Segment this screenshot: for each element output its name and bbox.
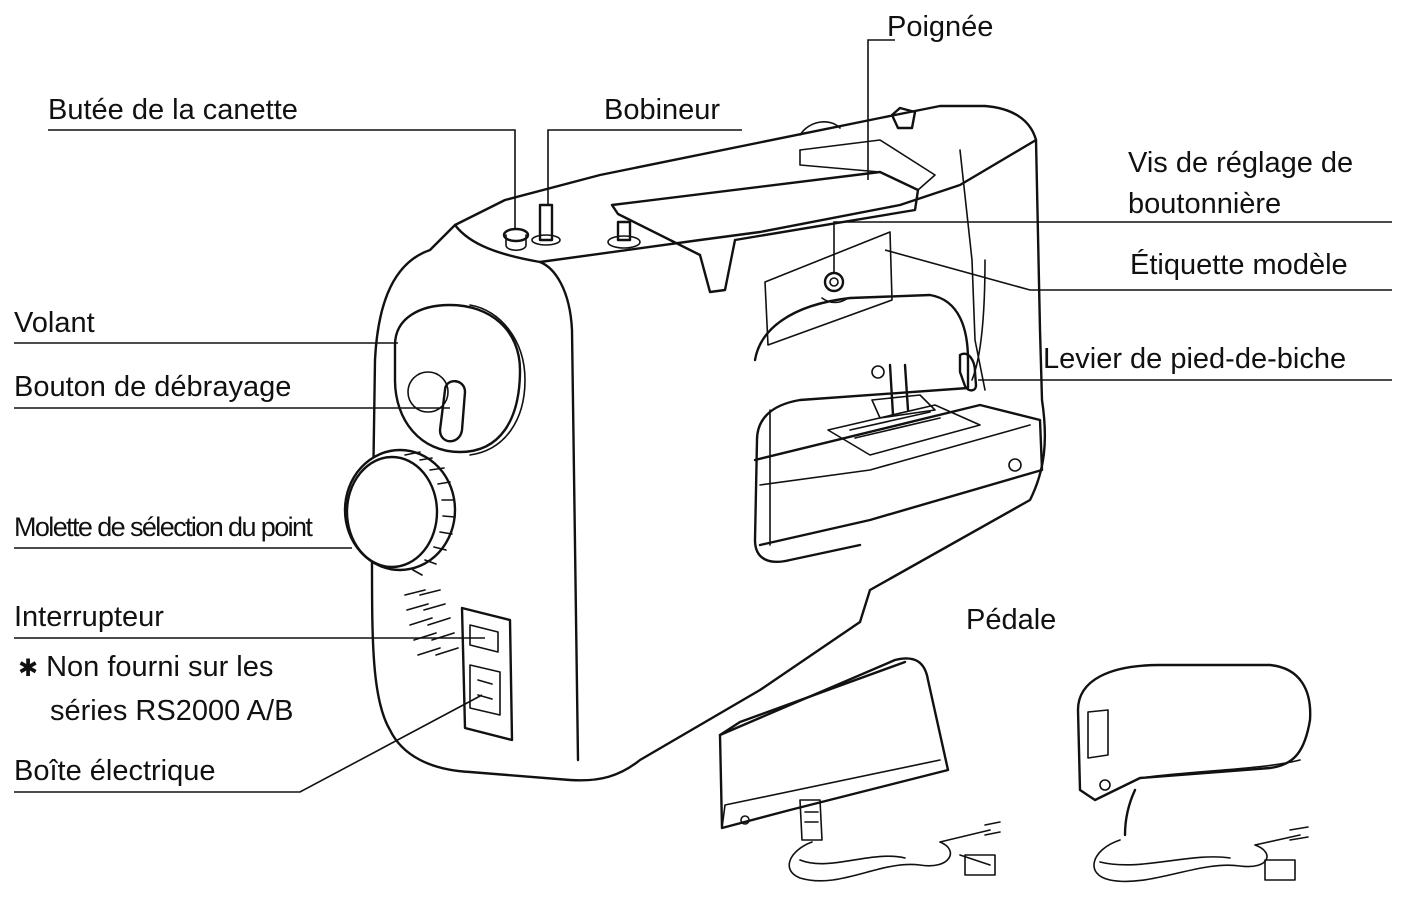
label-pedale: Pédale	[966, 604, 1057, 636]
label-etiquette-modele: Étiquette modèle	[1130, 249, 1348, 281]
label-butee-canette: Butée de la canette	[48, 94, 298, 126]
label-boite-electrique: Boîte électrique	[14, 755, 216, 787]
label-bouton-debrayage: Bouton de débrayage	[14, 371, 292, 403]
label-volant: Volant	[14, 307, 95, 339]
handwheel	[393, 303, 526, 456]
label-vis-reglage-line1: Vis de réglage de	[1128, 147, 1354, 179]
label-molette-selection: Molette de sélection du point	[14, 512, 313, 542]
leader-lines	[14, 39, 1392, 793]
foot-pedal-2	[1076, 663, 1312, 883]
label-note-line2: séries RS2000 A/B	[50, 695, 294, 727]
label-vis-reglage-line2: boutonnière	[1128, 188, 1282, 220]
machine-body	[370, 104, 1047, 782]
stitch-dial	[343, 448, 457, 576]
label-interrupteur: Interrupteur	[14, 601, 164, 633]
label-levier-pied-de-biche: Levier de pied-de-biche	[1043, 343, 1347, 375]
label-note-line1: Non fourni sur les	[18, 650, 273, 686]
label-poignee: Poignée	[887, 11, 994, 43]
foot-pedal-1	[718, 657, 1001, 882]
label-bobineur: Bobineur	[604, 94, 721, 126]
